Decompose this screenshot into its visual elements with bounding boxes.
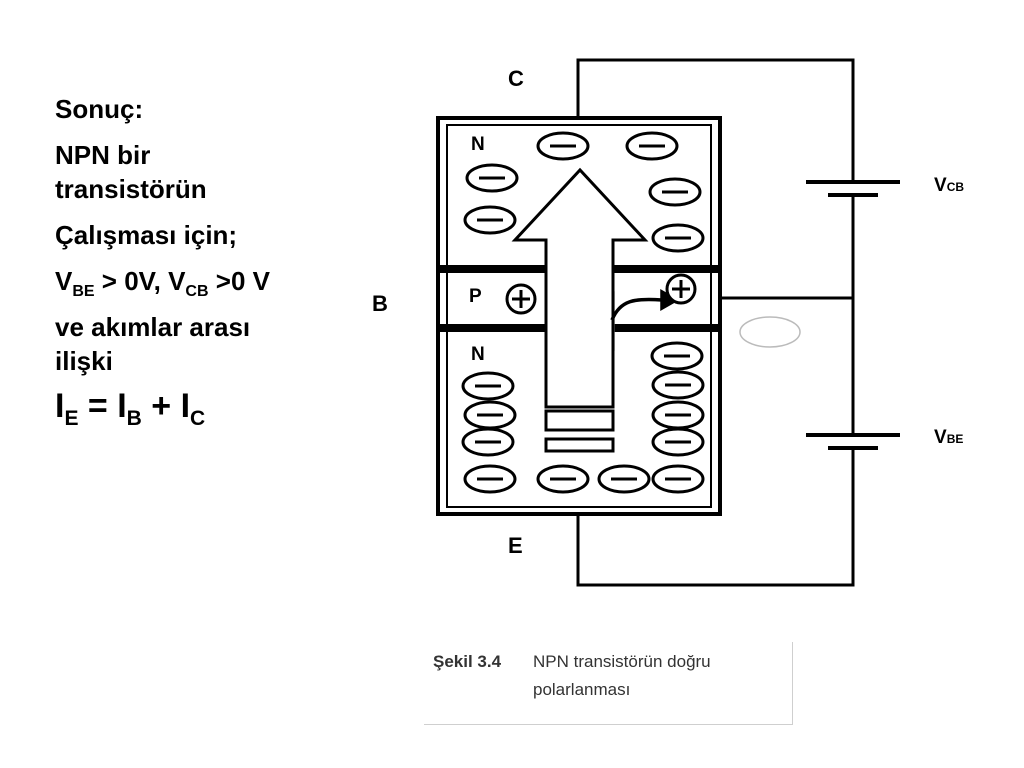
negative-charge bbox=[651, 464, 705, 494]
negative-charge bbox=[650, 341, 704, 371]
caption-text-1: NPN transistörün doğru bbox=[533, 652, 711, 671]
heading: Sonuç: bbox=[55, 94, 144, 124]
text-line-npn: NPN bir bbox=[55, 140, 151, 170]
negative-charge bbox=[463, 400, 517, 430]
figure-caption: Şekil 3.4 NPN transistörün doğru polarla… bbox=[424, 642, 793, 725]
text-line-transistor: transistörün bbox=[55, 174, 207, 204]
positive-charge bbox=[665, 273, 697, 305]
negative-charge bbox=[463, 205, 517, 235]
negative-charge bbox=[536, 131, 590, 161]
text-line-relation: ilişki bbox=[55, 346, 113, 376]
battery-vbe bbox=[806, 433, 900, 450]
label-n-top: N bbox=[471, 134, 485, 155]
caption-label: Şekil 3.4 bbox=[433, 652, 502, 671]
label-vbe: VBE bbox=[934, 427, 963, 448]
electron-flow-arrow bbox=[511, 167, 649, 453]
label-emitter: E bbox=[508, 533, 523, 558]
negative-charge bbox=[625, 131, 679, 161]
negative-charge bbox=[651, 427, 705, 457]
negative-charge bbox=[648, 177, 702, 207]
label-vcb: VCB bbox=[934, 175, 964, 196]
voltage-condition: VBE > 0V, VCB >0 V bbox=[55, 266, 270, 300]
negative-charge bbox=[461, 371, 515, 401]
conclusion-text: Sonuç: NPN bir transistörün Çalışması iç… bbox=[55, 92, 355, 430]
label-p: P bbox=[469, 286, 482, 307]
caption-text-2: polarlanması bbox=[533, 680, 631, 699]
text-line-currents: ve akımlar arası bbox=[55, 312, 251, 342]
text-line-operation: Çalışması için; bbox=[55, 220, 238, 250]
label-n-bottom: N bbox=[471, 344, 485, 365]
current-equation: IE = IB + IC bbox=[55, 387, 206, 430]
battery-vcb bbox=[806, 180, 900, 197]
negative-charge bbox=[597, 464, 651, 494]
negative-charge bbox=[651, 400, 705, 430]
negative-charge bbox=[461, 427, 515, 457]
faint-ellipse bbox=[739, 316, 801, 348]
negative-charge bbox=[651, 223, 705, 253]
negative-charge bbox=[536, 464, 590, 494]
negative-charge bbox=[651, 370, 705, 400]
negative-charge bbox=[465, 163, 519, 193]
positive-charge bbox=[505, 283, 537, 315]
negative-charge bbox=[463, 464, 517, 494]
label-collector: C bbox=[508, 66, 524, 91]
label-base: B bbox=[372, 291, 388, 316]
circuit-wires bbox=[576, 58, 855, 587]
